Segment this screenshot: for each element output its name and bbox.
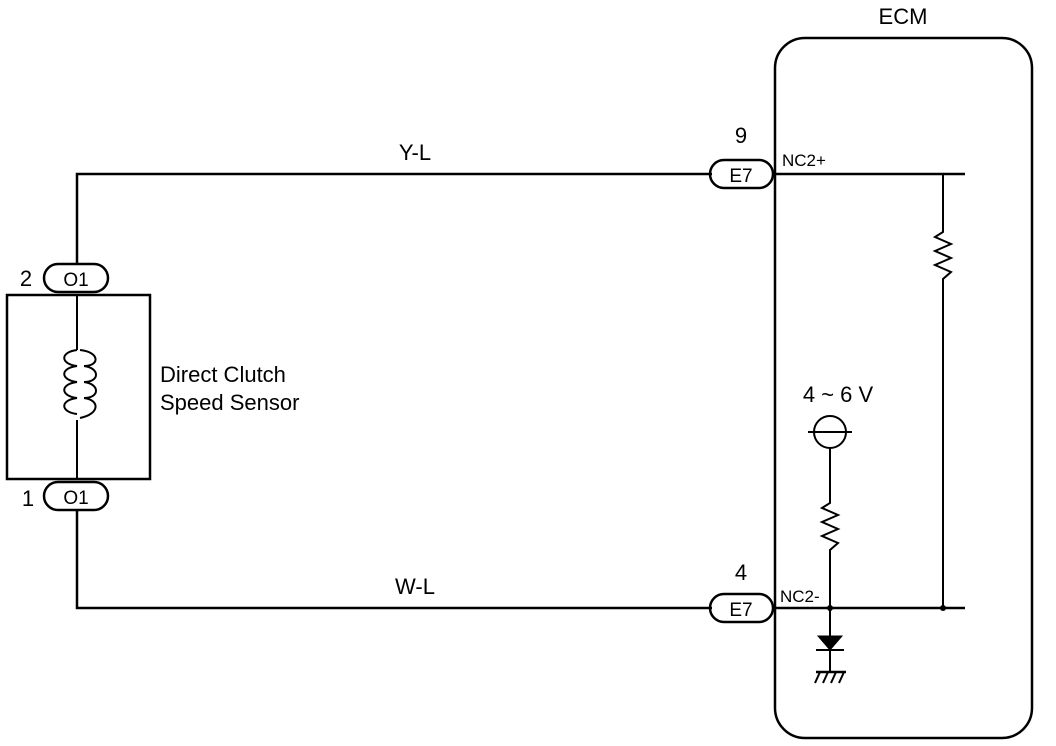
terminal-label: NC2+ xyxy=(782,151,826,170)
connector-pin: 4 xyxy=(735,560,747,585)
ecm-internal-circuit: 4 ~ 6 V xyxy=(773,172,965,684)
connector-pin: 1 xyxy=(22,486,34,511)
wire-label: Y-L xyxy=(399,140,431,165)
voltage-source-icon xyxy=(808,415,852,449)
connector-code: E7 xyxy=(729,600,752,621)
sensor-connector-top: O1 2 xyxy=(20,262,110,294)
sensor-connector-bottom: O1 1 xyxy=(22,480,110,512)
sensor-name-line1: Direct Clutch xyxy=(160,362,286,387)
ground-icon xyxy=(814,670,846,684)
voltage-label: 4 ~ 6 V xyxy=(803,382,874,407)
wire-label: W-L xyxy=(395,574,435,599)
connector-code: O1 xyxy=(63,488,88,509)
ecm-title: ECM xyxy=(879,4,928,29)
ecm-connector-top: E7 9 NC2+ xyxy=(708,123,826,190)
connector-code: O1 xyxy=(63,270,88,291)
junction-dot xyxy=(940,605,946,611)
ecm-connector-bottom: E7 4 NC2- xyxy=(708,560,820,624)
coil-icon xyxy=(63,349,97,419)
terminal-label: NC2- xyxy=(780,587,820,606)
ecm-box: ECM xyxy=(773,4,1034,740)
wire-w-l: W-L xyxy=(75,510,712,610)
connector-pin: 2 xyxy=(20,266,32,291)
sensor-name-line2: Speed Sensor xyxy=(160,390,299,415)
diode-icon xyxy=(816,608,844,672)
wire-y-l: Y-L xyxy=(75,140,712,264)
connector-pin: 9 xyxy=(735,123,747,148)
direct-clutch-speed-sensor xyxy=(5,293,152,481)
connector-code: E7 xyxy=(729,166,752,187)
